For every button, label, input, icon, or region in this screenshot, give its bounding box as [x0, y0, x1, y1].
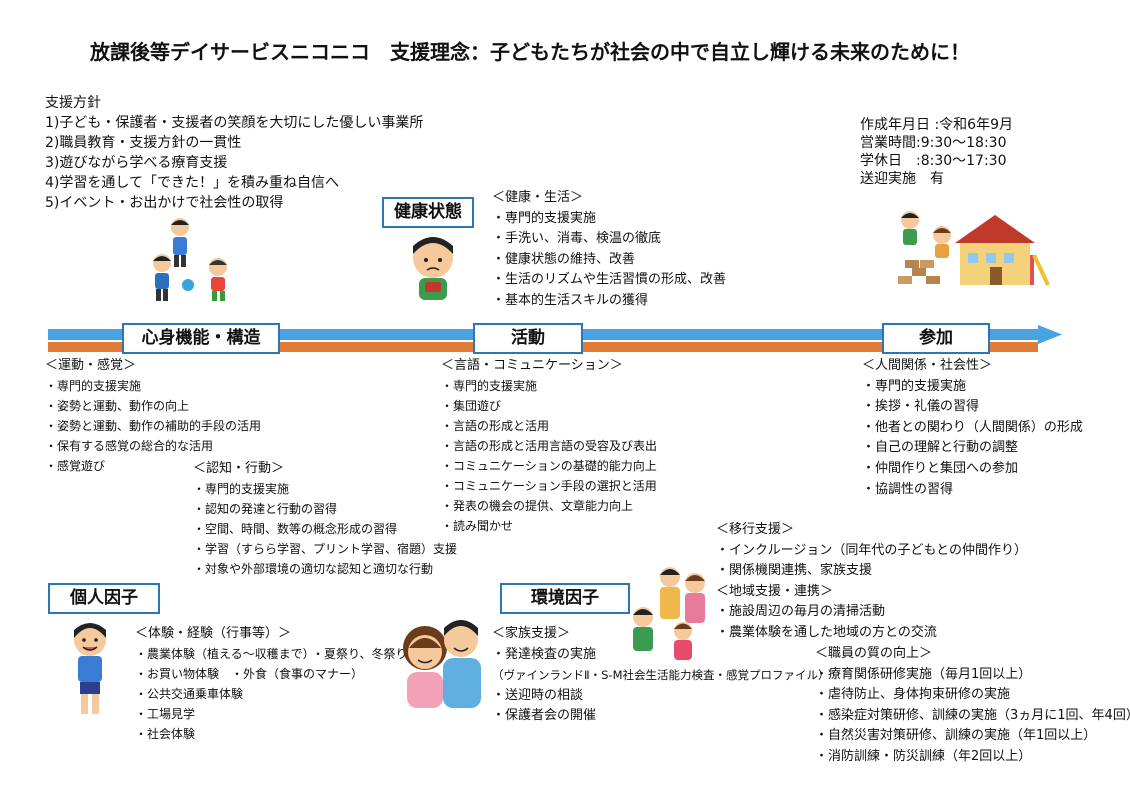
list-item: ・療育関係研修実施（毎月1回以上）	[815, 666, 1032, 682]
list-item: ・保有する感覚の総合的な活用	[45, 439, 214, 453]
list-item: ・公共交通乗車体験	[135, 687, 244, 701]
list-item: ・空間、時間、数等の概念形成の習得	[193, 522, 398, 536]
list-item: ・発表の機会の提供、文章能力向上	[441, 499, 634, 513]
kids-building-house-illustration	[898, 211, 1050, 286]
cognition-heading: ＜認知・行動＞	[193, 461, 285, 476]
social-block: ＜人間関係・社会性＞ ・専門的支援実施 ・挨拶・礼儀の習得 ・他者との関わり（人…	[862, 356, 1083, 500]
list-item: ・他者との関わり（人間関係）の形成	[862, 419, 1083, 435]
list-item: ・発達検査の実施	[492, 646, 597, 662]
language-block: ＜言語・コミュニケーション＞ ・専門的支援実施 ・集団遊び ・言語の形成と活用 …	[441, 356, 657, 536]
list-item: ・姿勢と運動、動作の向上	[45, 399, 190, 413]
kids-playing-illustration	[153, 218, 227, 301]
experience-heading: ＜体験・経験（行事等）＞	[135, 626, 292, 641]
list-item: ・農業体験を通した地域の方との交流	[716, 624, 937, 640]
support-policy: 支援方針 1)子ども・保護者・支援者の笑顔を大切にした優しい事業所 2)職員教育…	[45, 93, 423, 213]
list-item: ・お買い物体験 ・外食（食事のマナー）	[135, 667, 364, 681]
label-personal-factors: 個人因子	[48, 583, 160, 614]
experience-extra: ・夏祭り、冬祭り	[312, 647, 408, 661]
family-heading: ＜家族支援＞	[492, 626, 571, 641]
list-item: ・姿勢と運動、動作の補助的手段の活用	[45, 419, 262, 433]
label-activity: 活動	[473, 323, 583, 354]
list-item: ・工場見学	[135, 707, 196, 721]
motor-block: ＜運動・感覚＞ ・専門的支援実施 ・姿勢と運動、動作の向上 ・姿勢と運動、動作の…	[45, 356, 261, 476]
business-hours: 営業時間:9:30〜18:30	[860, 135, 1007, 151]
list-item: ・専門的支援実施	[492, 210, 597, 226]
label-health: 健康状態	[382, 197, 474, 228]
list-item: ・自己の理解と行動の調整	[862, 440, 1019, 456]
list-item: ・社会体験	[135, 727, 196, 741]
list-item: ・挨拶・礼儀の習得	[862, 399, 980, 415]
office-info: 作成年月日 :令和6年9月 営業時間:9:30〜18:30 学休日 :8:30〜…	[860, 116, 1013, 188]
family-group-illustration	[633, 567, 705, 660]
list-item: ・読み聞かせ	[441, 519, 514, 533]
list-item: ・感覚遊び	[45, 459, 106, 473]
label-body-function: 心身機能・構造	[122, 323, 280, 354]
list-item: ・自然災害対策研修、訓練の実施（年1回以上）	[815, 728, 1097, 744]
motor-heading: ＜運動・感覚＞	[45, 358, 137, 373]
list-item: ・言語の形成と活用	[441, 419, 550, 433]
transition-block: ＜移行支援＞ ・インクルージョン（同年代の子どもとの仲間作り） ・関係機関連携、…	[716, 520, 1027, 644]
list-item: ・施設周辺の毎月の清掃活動	[716, 604, 886, 620]
list-item: ・言語の形成と活用言語の受容及び表出	[441, 439, 658, 453]
transport-info: 送迎実施 有	[860, 171, 944, 187]
policy-item: 1)子ども・保護者・支援者の笑顔を大切にした優しい事業所	[45, 115, 424, 131]
policy-item: 5)イベント・お出かけで社会性の取得	[45, 195, 284, 211]
list-item: ・コミュニケーションの基礎的能力向上	[441, 459, 657, 473]
page-title: 放課後等デイサービスニコニコ 支援理念：子どもたちが社会の中で自立し輝ける未来の…	[90, 40, 970, 64]
list-item: ・保護者会の開催	[492, 708, 597, 724]
blue-arrow-head	[1038, 325, 1062, 344]
sick-boy-illustration	[413, 237, 453, 300]
list-item: ・協調性の習得	[862, 481, 954, 497]
transition-heading: ＜移行支援＞	[716, 522, 795, 537]
list-item: ・生活のリズムや生活習慣の形成、改善	[492, 272, 727, 288]
list-item: ・虐待防止、身体拘束研修の実施	[815, 687, 1011, 703]
list-item: ・手洗い、消毒、検温の徹底	[492, 231, 662, 247]
list-item: ・関係機関連携、家族支援	[716, 563, 873, 579]
list-item: ・専門的支援実施	[45, 379, 142, 393]
policy-item: 3)遊びながら学べる療育支援	[45, 155, 228, 171]
list-item: ・認知の発達と行動の習得	[193, 502, 338, 516]
list-item: ・感染症対策研修、訓練の実施（3ヵ月に1回、年4回）	[815, 707, 1130, 723]
list-item: ・対象や外部環境の適切な認知と適切な行動	[193, 562, 434, 576]
language-heading: ＜言語・コミュニケーション＞	[441, 358, 623, 373]
happy-boy-illustration	[74, 623, 106, 714]
school-holiday-hours: 学休日 :8:30〜17:30	[860, 153, 1007, 169]
list-item: ・専門的支援実施	[441, 379, 538, 393]
list-item: ・送迎時の相談	[492, 687, 584, 703]
health-heading: ＜健康・生活＞	[492, 190, 584, 205]
created-date: 作成年月日 :令和6年9月	[860, 117, 1013, 133]
list-item: ・専門的支援実施	[862, 378, 967, 394]
policy-item: 4)学習を通して「できた！」を積み重ね自信へ	[45, 175, 339, 191]
health-block: ＜健康・生活＞ ・専門的支援実施 ・手洗い、消毒、検温の徹底 ・健康状態の維持、…	[492, 188, 726, 312]
list-item: ・専門的支援実施	[193, 482, 290, 496]
list-item: （ヴァインランドⅡ・S-M社会生活能力検査・感覚プロファイル）	[492, 668, 830, 683]
list-item: ・基本的生活スキルの獲得	[492, 292, 649, 308]
list-item: ・仲間作りと集団への参加	[862, 460, 1019, 476]
community-heading: ＜地域支援・連携＞	[716, 583, 834, 599]
staff-heading: ＜職員の質の向上＞	[815, 646, 933, 661]
policy-heading: 支援方針	[45, 95, 101, 111]
list-item: ・農業体験（植える〜収穫まで）	[135, 647, 315, 661]
list-item: ・集団遊び	[441, 399, 502, 413]
mother-father-illustration	[403, 620, 481, 708]
policy-item: 2)職員教育・支援方針の一貫性	[45, 135, 242, 151]
list-item: ・コミュニケーション手段の選択と活用	[441, 479, 657, 493]
list-item: ・健康状態の維持、改善	[492, 251, 636, 267]
social-heading: ＜人間関係・社会性＞	[862, 358, 993, 373]
label-environment-factors: 環境因子	[500, 583, 630, 614]
list-item: ・学習（すらら学習、プリント学習、宿題）支援	[193, 542, 458, 556]
family-block: ＜家族支援＞ ・発達検査の実施 （ヴァインランドⅡ・S-M社会生活能力検査・感覚…	[492, 624, 830, 727]
cognition-block: ＜認知・行動＞ ・専門的支援実施 ・認知の発達と行動の習得 ・空間、時間、数等の…	[193, 459, 457, 579]
list-item: ・インクルージョン（同年代の子どもとの仲間作り）	[716, 542, 1027, 558]
label-participation: 参加	[882, 323, 990, 354]
staff-block: ＜職員の質の向上＞ ・療育関係研修実施（毎月1回以上） ・虐待防止、身体拘束研修…	[815, 644, 1130, 768]
experience-block: ＜体験・経験（行事等）＞ ・農業体験（植える〜収穫まで） ・お買い物体験 ・外食…	[135, 624, 363, 744]
list-item: ・消防訓練・防災訓練（年2回以上）	[815, 748, 1032, 764]
